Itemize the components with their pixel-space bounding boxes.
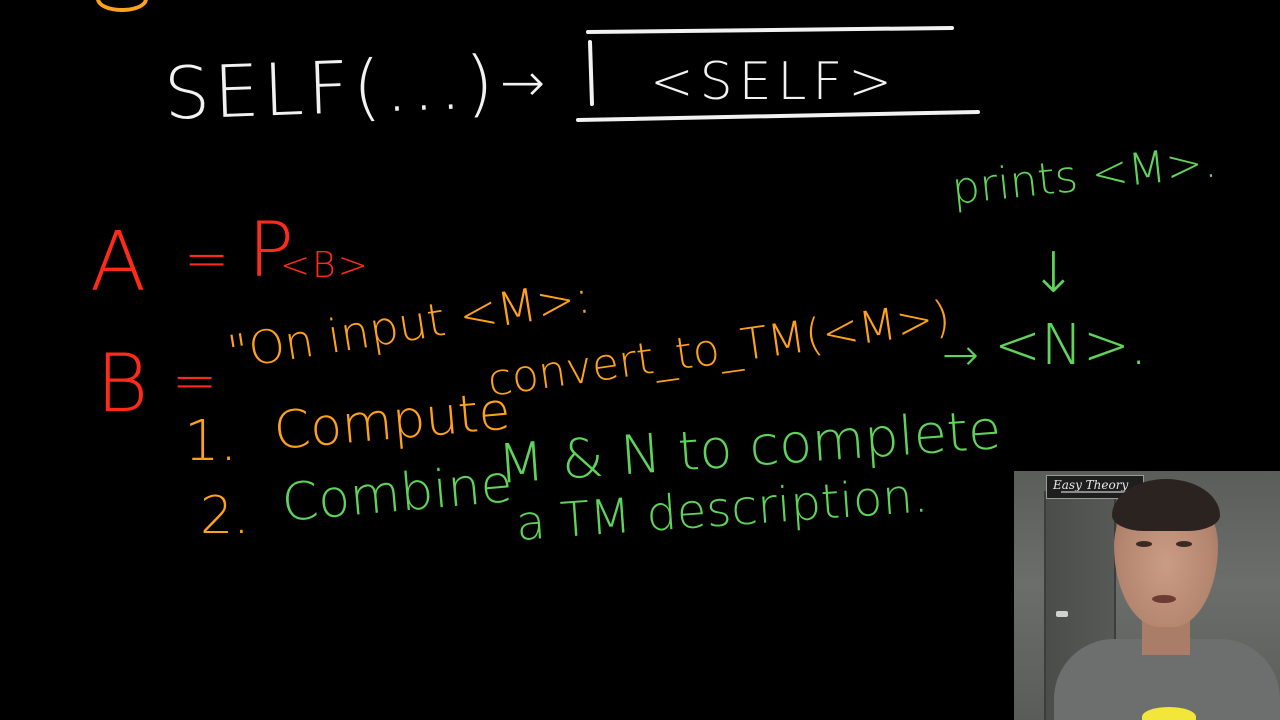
door-handle [1056, 611, 1068, 617]
self-description: <SELF> [650, 52, 898, 112]
self-box [576, 26, 980, 122]
step-2-combine: Combine [279, 453, 515, 534]
sign-label: Easy Theory [1053, 478, 1129, 492]
step-2-number: 2. [200, 486, 250, 546]
step-1-number: 1. [184, 409, 238, 474]
arrow-2: → [942, 330, 979, 381]
p-symbol: P [248, 205, 294, 294]
b-variable: B [96, 337, 149, 430]
n-result: <N>. [994, 313, 1148, 378]
presenter-left-eye [1136, 541, 1152, 547]
step-1-compute: Compute [271, 381, 513, 462]
a-variable: A [90, 215, 147, 310]
arrow-1: → [500, 51, 546, 114]
presenter-right-eye [1176, 541, 1192, 547]
self-function-call: SELF(...) [162, 40, 499, 136]
webcam-overlay: Easy Theory [1014, 471, 1280, 720]
down-arrow: ↓ [1030, 241, 1077, 306]
presenter-hair [1112, 479, 1220, 531]
p-subscript: <B> [280, 245, 370, 286]
a-equals: = [184, 227, 230, 290]
partial-orange-mark [96, 0, 148, 12]
shirt-logo [1142, 707, 1196, 720]
presenter-mouth [1152, 595, 1176, 603]
b-equals: = [172, 349, 218, 412]
prints-note: prints <M>. [949, 136, 1220, 215]
sign-subline [1061, 491, 1127, 493]
